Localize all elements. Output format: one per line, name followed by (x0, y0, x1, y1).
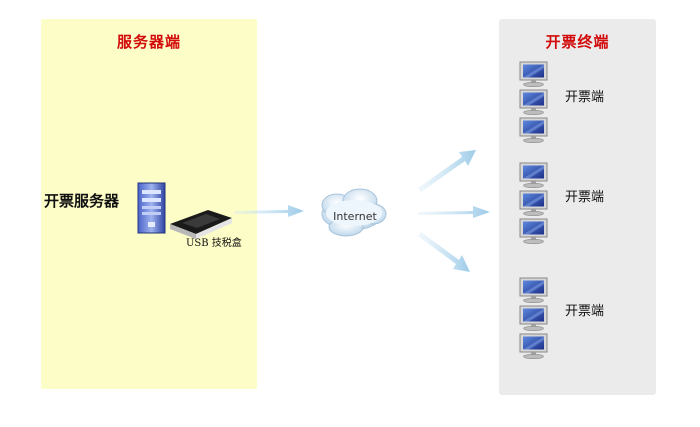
monitor-icon (519, 61, 548, 88)
arrow-internet-to-group-1 (418, 150, 476, 192)
monitor-icon (519, 117, 548, 144)
internet-cloud-icon: Internet (321, 188, 387, 237)
arrow-internet-to-group-3 (418, 232, 470, 272)
server-tower-icon (137, 182, 166, 234)
monitor-icon (519, 305, 548, 331)
arrow-internet-to-group-2 (418, 206, 490, 218)
monitor-icon (519, 333, 548, 359)
monitor-icon (519, 190, 548, 217)
monitor-icon (519, 277, 548, 303)
internet-label: Internet (333, 210, 377, 223)
monitor-icon (519, 162, 548, 189)
monitor-icon (519, 89, 548, 116)
usb-tax-box-label: USB 技税盒 (186, 238, 242, 249)
invoice-server-label: 开票服务器 (44, 192, 120, 210)
server-panel-title: 服务器端 (116, 33, 181, 51)
client-terminals (519, 61, 548, 359)
client-group-2-label: 开票端 (565, 190, 605, 205)
monitor-icon (519, 218, 548, 245)
client-group-3-label: 开票端 (565, 304, 605, 319)
client-group-1-label: 开票端 (565, 90, 605, 105)
client-panel-title: 开票终端 (545, 33, 610, 51)
usb-tax-box-icon (170, 210, 232, 239)
arrow-server-to-internet (234, 205, 304, 217)
